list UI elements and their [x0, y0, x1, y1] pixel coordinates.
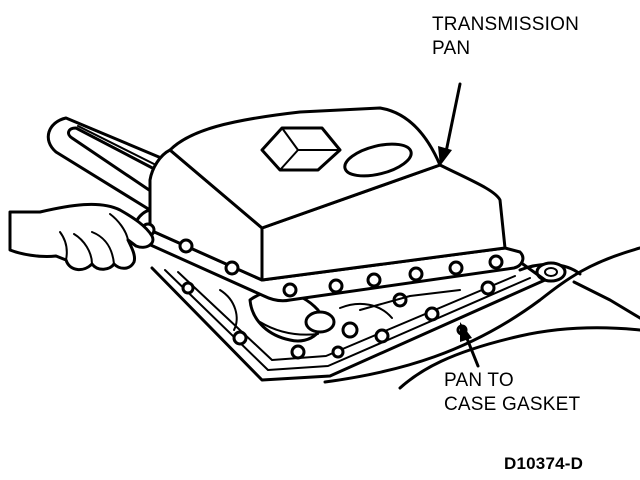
- wrench: [46, 116, 168, 212]
- pan-to-case-gasket: [150, 260, 547, 382]
- gasket-label-line1: PAN TO: [444, 370, 514, 391]
- valve-body: [219, 289, 461, 343]
- transmission-pan-label-line2: PAN: [432, 38, 471, 59]
- transmission-pan-label-line1: TRANSMISSION: [432, 14, 580, 35]
- leader-transmission-pan: [438, 82, 462, 166]
- hand: [8, 202, 155, 271]
- figure-id: D10374-D: [504, 454, 584, 473]
- transmission-case: [323, 246, 640, 390]
- leader-gasket: [460, 322, 480, 368]
- transmission-pan: [132, 106, 525, 303]
- gasket-label-line2: CASE GASKET: [444, 394, 581, 415]
